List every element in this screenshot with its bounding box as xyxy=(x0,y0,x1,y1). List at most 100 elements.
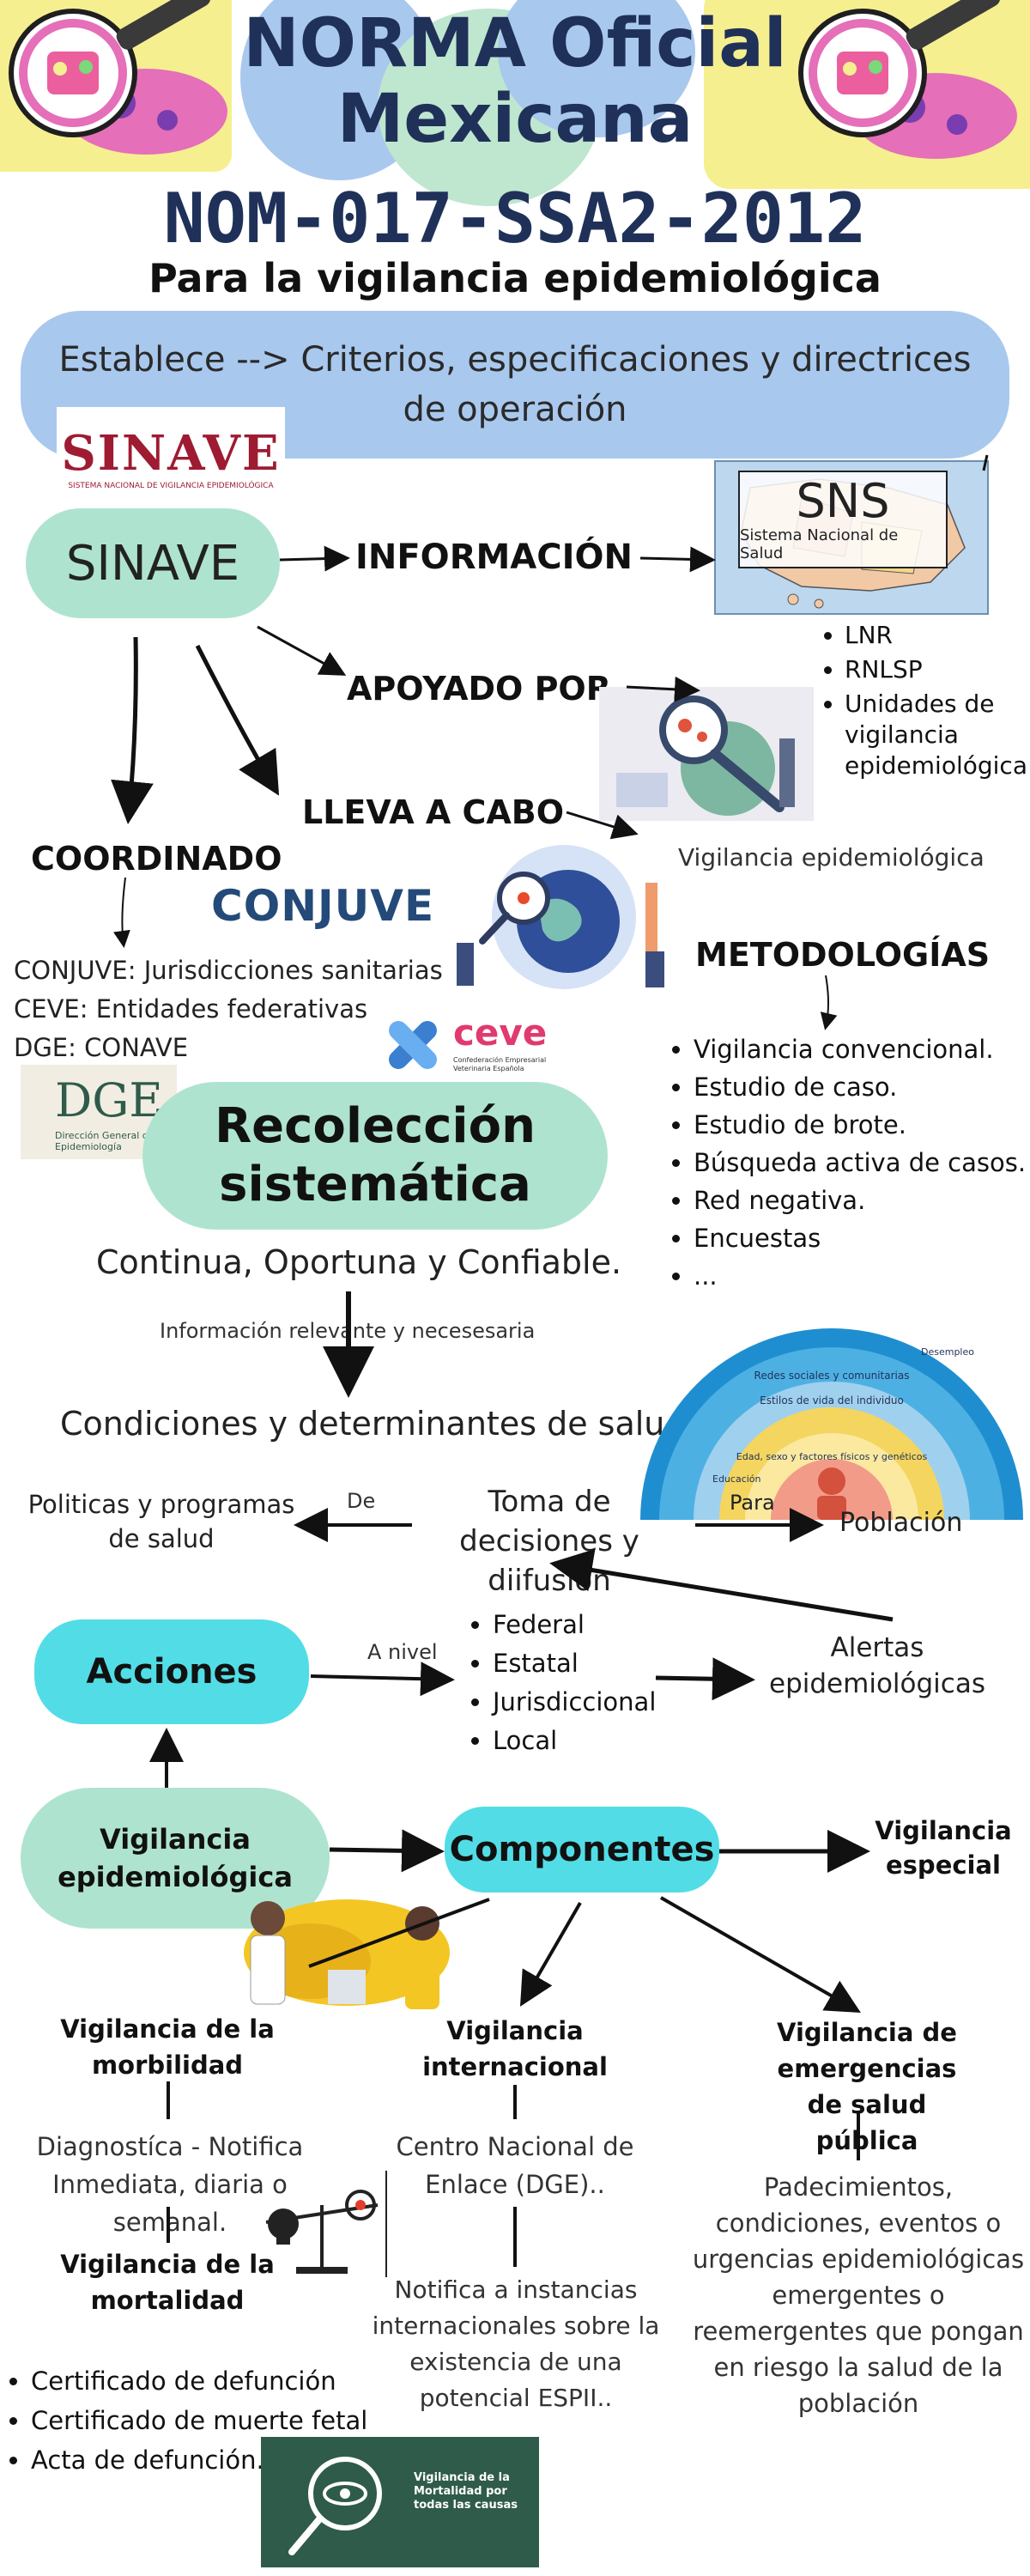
mortalidad-title: Vigilancia de la mortalidad xyxy=(60,2250,275,2315)
morbilidad-title: Vigilancia de la morbilidad xyxy=(60,2014,275,2080)
doctors-icon xyxy=(244,1899,450,2009)
emergencias-title: Vigilancia de emergencias de salud públi… xyxy=(777,2018,957,2155)
list-item: Federal xyxy=(493,1607,699,1643)
list-item: CEVE: Entidades federativas xyxy=(14,994,368,1024)
internacional-title: Vigilancia internacional xyxy=(422,2016,608,2081)
internacional-text2: Notifica a instancias internacionales so… xyxy=(372,2275,660,2412)
acciones-node: Acciones xyxy=(34,1619,309,1724)
list-item: Vigilancia convencional. xyxy=(694,1032,1030,1066)
globe-research-icon xyxy=(457,845,664,989)
list-item: Jurisdiccional xyxy=(493,1685,699,1720)
a-nivel-label: A nivel xyxy=(367,1640,438,1664)
list-item: Unidades de vigilancia epidemiológica xyxy=(845,689,1030,781)
ceve-logo-sub: Confederación Empresarial Veterinaria Es… xyxy=(453,1056,547,1072)
globe-illustration xyxy=(431,831,697,994)
ceve-icon xyxy=(389,1021,437,1069)
componentes-node: Componentes xyxy=(445,1807,719,1893)
para-label: Para xyxy=(730,1491,775,1515)
toma-line2: decisiones y diifusión xyxy=(459,1524,639,1598)
list-item: CONJUVE: Jurisdicciones sanitarias xyxy=(14,956,443,985)
sinave-logo: SINAVE SISTEMA NACIONAL DE VIGILANCIA EP… xyxy=(57,407,285,508)
recoleccion-info-note: Información relevante y necesesaria xyxy=(160,1319,536,1343)
list-item: Acta de defunción. xyxy=(31,2442,391,2478)
header-blob-blue-2 xyxy=(498,0,695,137)
politicas-label: Politicas y programas de salud xyxy=(26,1487,297,1556)
dge-logo-brand: DGE xyxy=(55,1073,163,1127)
dge-logo-sub: Dirección General de Epidemiología xyxy=(55,1130,154,1152)
list-item: Encuestas xyxy=(694,1221,1030,1255)
toma-line1: Toma de xyxy=(488,1485,611,1519)
determinants-rainbow-icon: Condiciones socioeconómicas, culturales … xyxy=(640,1301,1023,1520)
microbe-emblem-left xyxy=(0,0,240,172)
mortalidad-card-text: Vigilancia de la Mortalidad por todas la… xyxy=(414,2471,518,2512)
sns-logo-card: SNS Sistema Nacional de Salud xyxy=(738,471,948,568)
scales-icon xyxy=(265,2171,387,2277)
list-item: RNLSP xyxy=(845,654,1030,685)
informacion-label: INFORMACIÓN xyxy=(355,538,633,577)
list-item: Estudio de brote. xyxy=(694,1108,1030,1142)
vigilancia-epi-label: Vigilancia epidemiológica xyxy=(678,843,985,872)
list-item: DGE: CONAVE xyxy=(14,1033,189,1062)
page-title-line1: NORMA Oficial xyxy=(243,5,787,82)
emergencias-text: Padecimientos, condiciones, eventos o ur… xyxy=(692,2172,1025,2418)
list-item: Búsqueda activa de casos. xyxy=(694,1145,1030,1180)
metodologias-list: Vigilancia convencional. Estudio de caso… xyxy=(668,1032,1030,1297)
list-item: Estudio de caso. xyxy=(694,1070,1030,1104)
sns-logo-brand: SNS xyxy=(796,474,890,528)
recoleccion-node: Recolección sistemática xyxy=(142,1082,608,1230)
page-title-line2: Mexicana xyxy=(336,81,694,158)
mortalidad-card: Vigilancia de la Mortalidad por todas la… xyxy=(261,2437,539,2567)
politicas-text: Politicas y programas de salud xyxy=(27,1490,295,1553)
microbe-emblem-right xyxy=(790,0,1030,172)
vigilancia-epi-node-label: Vigilancia epidemiológica xyxy=(58,1823,293,1893)
vigilancia-epi-node: Vigilancia epidemiológica xyxy=(21,1788,330,1929)
lleva-a-cabo-label: LLEVA A CABO xyxy=(302,793,565,831)
eye-magnifier-icon xyxy=(288,2457,382,2555)
determinantes-middle: Redes sociales y comunitarias xyxy=(754,1370,910,1382)
lab-research-icon xyxy=(599,687,814,821)
recoleccion-title-line1: Recolección xyxy=(215,1098,536,1154)
list-item: LNR xyxy=(845,620,1030,651)
lab-illustration xyxy=(599,687,814,821)
alertas-label: Alertas epidemiológicas xyxy=(769,1632,985,1699)
ceve-logo: ceve Confederación Empresarial Veterinar… xyxy=(388,1012,551,1082)
toma-decisiones: Toma de decisiones y diifusión xyxy=(403,1482,695,1601)
determinantes-sector: Educación xyxy=(712,1473,761,1485)
componentes-title: Componentes xyxy=(449,1830,715,1869)
determinantes-inner: Estilos de vida del individuo xyxy=(760,1394,904,1406)
sinave-logo-sub: SISTEMA NACIONAL DE VIGILANCIA EPIDEMIOL… xyxy=(68,482,274,490)
list-item: ... xyxy=(694,1259,1030,1293)
sinave-node-label: SINAVE xyxy=(65,535,240,592)
determinantes-diagram: Condiciones socioeconómicas, culturales … xyxy=(633,1262,1030,1520)
determinantes-outer: Condiciones socioeconómicas, culturales … xyxy=(659,1301,1005,1314)
niveles-list: Federal Estatal Jurisdiccional Local xyxy=(467,1607,699,1762)
acciones-title: Acciones xyxy=(86,1652,258,1692)
list-item: Estatal xyxy=(493,1646,699,1681)
microbe-icon xyxy=(798,0,1017,159)
sinave-node: SINAVE xyxy=(26,508,280,618)
morbilidad-text: Diagnostíca - Notifica Inmediata, diaria… xyxy=(36,2132,304,2237)
de-label: De xyxy=(347,1489,376,1513)
scales-illustration xyxy=(249,2171,395,2277)
vigilancia-especial: Vigilancia especial xyxy=(875,1816,1012,1880)
establece-text: Establece --> Criterios, especificacione… xyxy=(58,340,972,429)
mortalidad-list: Certificado de defunción Certificado de … xyxy=(5,2363,391,2482)
poblacion-label: Población xyxy=(839,1508,963,1538)
list-item: Local xyxy=(493,1723,699,1759)
doctors-illustration xyxy=(216,1893,477,2018)
recoleccion-title-line2: sistemática xyxy=(219,1157,531,1212)
apoyo-list: LNR RNLSP Unidades de vigilancia epidemi… xyxy=(819,620,1030,785)
recoleccion-condiciones: Condiciones y determinantes de salu xyxy=(60,1405,665,1443)
page-subtitle: Para la vigilancia epidemiológica xyxy=(148,255,882,301)
sinave-logo-brand: SINAVE xyxy=(61,425,281,482)
list-item: Red negativa. xyxy=(694,1183,1030,1218)
apoyado-por-label: APOYADO POR xyxy=(347,670,611,708)
coord-list: CONJUVE: Jurisdicciones sanitarias CEVE:… xyxy=(14,951,443,1067)
sns-logo-sub: Sistema Nacional de Salud xyxy=(740,526,899,562)
determinantes-core: Edad, sexo y factores físicos y genético… xyxy=(736,1451,928,1462)
list-item: Certificado de muerte fetal xyxy=(31,2403,391,2439)
list-item: Certificado de defunción xyxy=(31,2363,391,2399)
metodologias-title: METODOLOGÍAS xyxy=(695,936,991,974)
conjuve-logo: CONJUVE xyxy=(211,881,435,931)
internacional-text1: Centro Nacional de Enlace (DGE).. xyxy=(396,2132,634,2199)
